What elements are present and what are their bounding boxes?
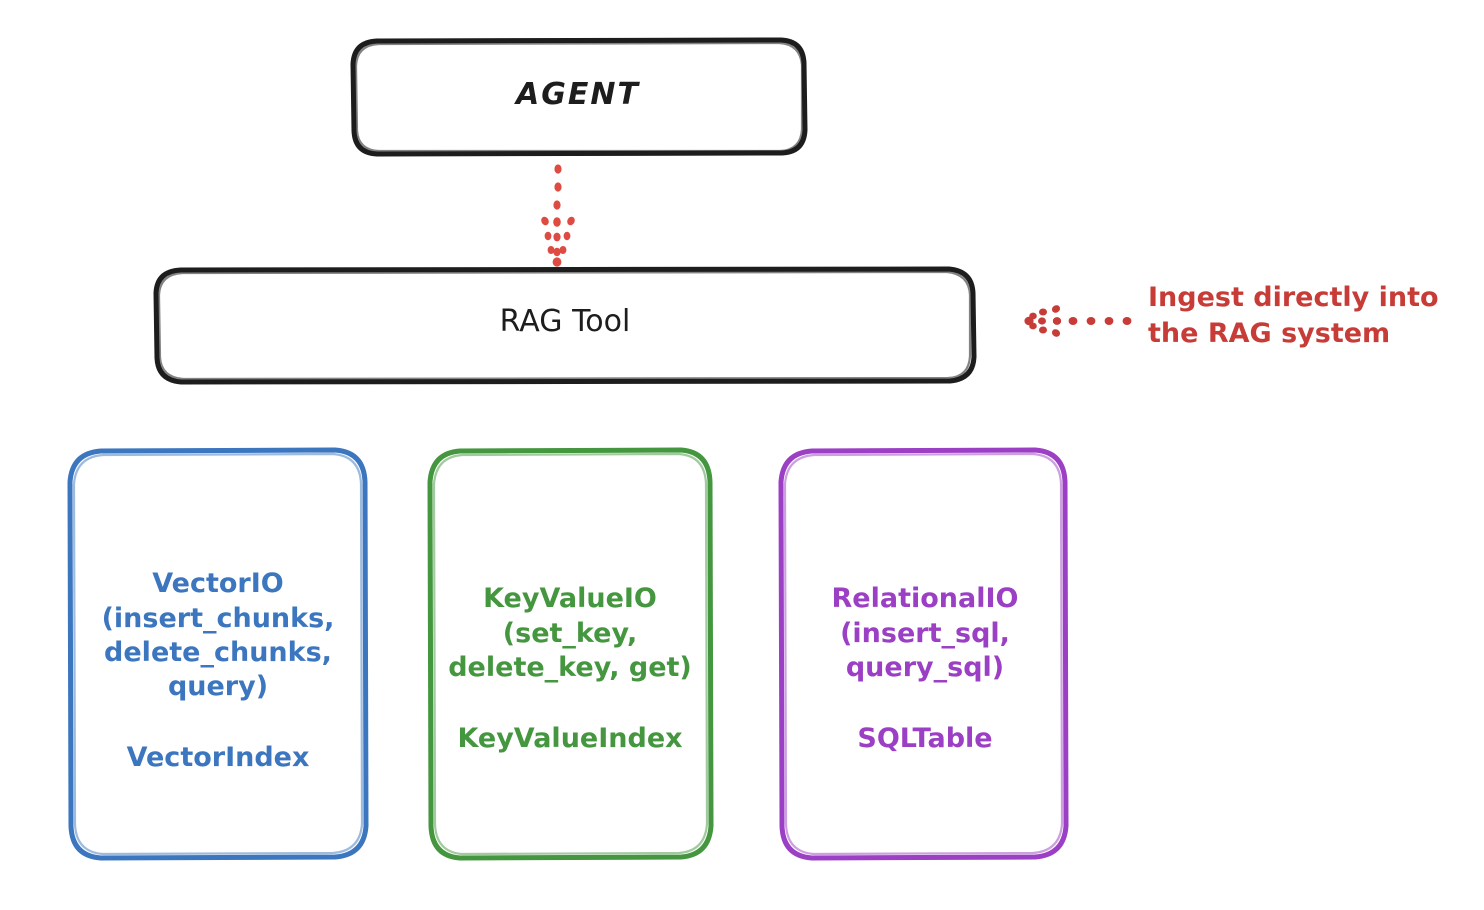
agent-node-shape[interactable]: [350, 37, 808, 157]
relational-io-node-label: RelationalIO (insert_sql, query_sql) SQL…: [784, 548, 1066, 790]
relational-io-node-shape[interactable]: [778, 447, 1069, 861]
connector-ingest-to-rag-tool: [1024, 305, 1132, 337]
agent-node-label: AGENT: [516, 77, 640, 112]
key-value-io-node-shape[interactable]: [427, 447, 714, 861]
vector-io-api-label: VectorIO (insert_chunks, delete_chunks, …: [101, 568, 335, 703]
vector-io-node-label: VectorIO (insert_chunks, delete_chunks, …: [72, 533, 364, 809]
key-value-io-api-label: KeyValueIO (set_key, delete_key, get): [448, 583, 692, 683]
key-value-io-index-label: KeyValueIndex: [457, 722, 683, 754]
rag-tool-node-label: RAG Tool: [499, 304, 631, 339]
rag-tool-node-shape[interactable]: [153, 266, 977, 385]
vector-io-index-label: VectorIndex: [126, 741, 310, 773]
relational-io-index-label: SQLTable: [857, 722, 993, 754]
vector-io-node-shape[interactable]: [67, 447, 369, 861]
ingest-annotation-text: Ingest directly into the RAG system: [1148, 282, 1439, 349]
relational-io-api-label: RelationalIO (insert_sql, query_sql): [831, 583, 1019, 683]
key-value-io-node-label: KeyValueIO (set_key, delete_key, get) Ke…: [428, 548, 712, 790]
connector-agent-to-rag-tool: [541, 164, 575, 267]
